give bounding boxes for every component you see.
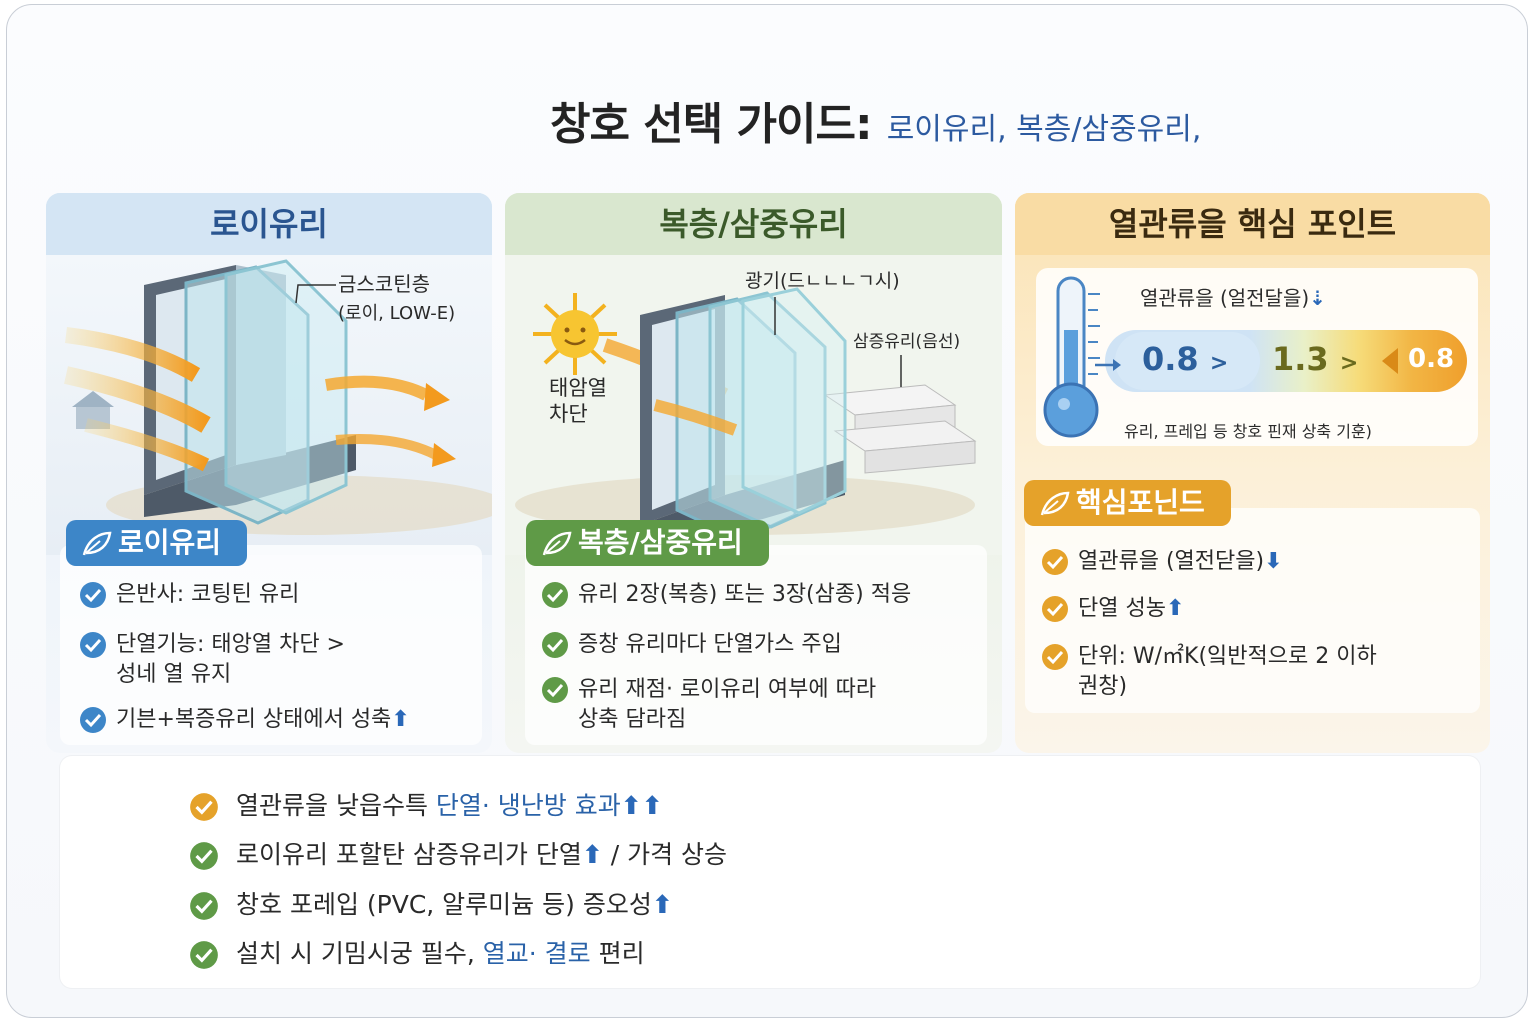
multi-callout-top: 광기(드ㄴㄴㄴㄱ시)	[745, 270, 900, 292]
multi-callout-left-2: 차단	[549, 402, 588, 426]
check-circle-icon	[542, 582, 568, 608]
summary-item-2: 로이유리 포할탄 삼증유리가 단열⬆ / 가격 상승	[188, 835, 727, 872]
check-circle-icon	[542, 632, 568, 658]
title-sub: 로이유리, 복층/삼중유리,	[886, 112, 1202, 147]
u-value-item-1: 열관류을 (열전닫을)⬇	[1040, 547, 1283, 577]
check-circle-icon	[190, 892, 218, 920]
multi-callout-right: 삼증유리(음선)	[853, 332, 960, 352]
low-e-panel: 로이유리 금스코틴층	[46, 193, 492, 753]
arrow-up-icon: ⬆	[581, 840, 603, 869]
low-e-item-2-line1: 단열기능: 태앙열 차단 >	[116, 632, 345, 657]
u-value-low-number: 0.8	[1142, 340, 1199, 378]
summary-1-highlight: 단열· 냉난방 효과	[435, 791, 621, 820]
check-circle-icon	[1042, 549, 1068, 575]
multi-item-1-text: 유리 2장(복층) 또는 3장(삼종) 적응	[578, 582, 912, 607]
arrow-down-icon: ⬇	[1264, 549, 1283, 574]
u-value-item-1-text: 열관류을 (열전닫을)	[1078, 549, 1265, 574]
summary-card	[60, 756, 1480, 988]
u-value-high: 0.8	[1408, 344, 1455, 374]
check-circle-icon	[190, 842, 218, 870]
title-main: 창호 선택 가이드:	[550, 99, 873, 150]
low-e-pill: 로이유리	[66, 520, 248, 566]
gauge-label-text: 열관류을 (얼전달을)	[1140, 286, 1310, 310]
u-value-note: 유리, 프레입 등 창호 핀재 상축 기훈)	[1124, 422, 1372, 441]
multi-item-1: 유리 2장(복층) 또는 3장(삼종) 적응	[540, 580, 911, 610]
u-value-panel-header: 열관류을 핵심 포인트	[1015, 193, 1490, 255]
check-circle-icon	[190, 793, 218, 821]
check-circle-icon	[80, 582, 106, 608]
arrow-up-icon: ⬆⬆	[620, 791, 663, 820]
multi-item-2: 증창 유리마다 단열가스 주입	[540, 630, 842, 660]
u-value-gauge-label: 열관류을 (얼전달을)⇣	[1140, 282, 1326, 311]
summary-4-highlight: 열교· 결로	[482, 939, 591, 968]
u-value-scale-low-segment	[1115, 332, 1260, 390]
u-value-mid: 1.3 >	[1272, 340, 1358, 378]
multi-item-3-line2: 상축 담라짐	[578, 707, 687, 732]
arrow-right-icon	[1095, 359, 1121, 371]
leaf-icon	[542, 531, 572, 556]
u-value-mid-number: 1.3	[1272, 340, 1329, 378]
page-title: 창호 선택 가이드: 로이유리, 복층/삼중유리,	[550, 88, 1201, 152]
u-value-list-card	[1025, 508, 1480, 713]
check-circle-icon	[190, 941, 218, 969]
arrow-down-icon: ⇣	[1309, 286, 1326, 310]
u-value-item-2: 단열 성농⬆	[1040, 594, 1184, 624]
summary-item-3: 창호 포레입 (PVC, 알루미늄 등) 증오성⬆	[188, 885, 673, 922]
u-value-item-3-line1: 단위: W/㎡K(잌반적으로 2 이하	[1078, 644, 1377, 669]
check-circle-icon	[80, 632, 106, 658]
multi-pill-label: 복층/삼중유리	[578, 526, 743, 559]
leaf-icon	[82, 531, 112, 556]
summary-4-before: 설치 시 기밈시궁 필수,	[236, 939, 483, 968]
low-e-panel-header: 로이유리	[46, 193, 492, 255]
u-value-item-2-text: 단열 성농	[1078, 596, 1166, 621]
multi-item-2-text: 증창 유리마다 단열가스 주입	[578, 632, 842, 657]
marker-icon: >	[1209, 351, 1229, 376]
low-e-pill-label: 로이유리	[118, 526, 222, 559]
check-circle-icon	[1042, 596, 1068, 622]
check-circle-icon	[1042, 644, 1068, 670]
low-e-window-illustration: 금스코틴층 (로이, LOW-E)	[46, 255, 492, 555]
low-e-item-2-line2: 성네 열 유지	[116, 662, 232, 687]
multi-item-3-line1: 유리 재점· 로이유리 여부에 따라	[578, 677, 877, 702]
arrow-up-icon: ⬆	[391, 707, 410, 732]
low-e-item-3: 기븐+복증유리 상태에서 성축⬆	[78, 705, 410, 735]
multi-glazing-panel: 복층/삼중유리 광기(드ㄴㄴㄴㄱ시	[505, 193, 1002, 753]
multi-pill: 복층/삼중유리	[526, 520, 769, 566]
low-e-callout-title: 금스코틴층	[338, 272, 430, 296]
summary-3-before: 창호 포레입 (PVC, 알루미늄 등) 증오성	[236, 890, 652, 919]
leaf-icon	[1040, 491, 1070, 516]
marker-icon: >	[1339, 351, 1359, 376]
triangle-marker-icon	[1382, 348, 1398, 374]
multi-glazing-illustration: 광기(드ㄴㄴㄴㄱ시) 삼증유리(음선) 태암열 차단	[505, 255, 1002, 555]
summary-item-1: 열관류을 낮읍수특 단열· 냉난방 효과⬆⬆	[188, 786, 663, 823]
low-e-callout-sub: (로이, LOW-E)	[338, 303, 455, 324]
u-value-pill: 핵심포닌드	[1024, 480, 1231, 526]
multi-list-card	[525, 545, 987, 745]
summary-item-4: 설치 시 기밈시궁 필수, 열교· 결로 편리	[188, 934, 645, 971]
u-value-low: 0.8 >	[1142, 340, 1228, 378]
low-e-item-3-text: 기븐+복증유리 상태에서 성축	[116, 707, 392, 732]
arrow-up-icon: ⬆	[651, 890, 673, 919]
check-circle-icon	[80, 707, 106, 733]
low-e-list-card	[60, 545, 482, 745]
summary-2-after: / 가격 상승	[602, 840, 728, 869]
summary-4-after: 편리	[590, 939, 645, 968]
summary-1-before: 열관류을 낮읍수특	[236, 791, 436, 820]
check-circle-icon	[542, 677, 568, 703]
low-e-item-1: 은반사: 코팅틴 유리	[78, 580, 299, 610]
multi-callout-left-1: 태암열	[549, 376, 607, 400]
thermometer-icon	[1043, 276, 1100, 438]
u-value-item-3-line2: 권창)	[1078, 674, 1128, 699]
low-e-item-1-text: 은반사: 코팅틴 유리	[116, 582, 300, 607]
sun-icon	[533, 293, 617, 375]
arrow-up-icon: ⬆	[1165, 596, 1185, 621]
low-e-item-2: 단열기능: 태앙열 차단 > 성네 열 유지	[78, 630, 345, 690]
u-value-pill-label: 핵심포닌드	[1076, 486, 1205, 519]
summary-2-before: 로이유리 포할탄 삼증유리가 단열	[236, 840, 582, 869]
multi-panel-header: 복층/삼중유리	[505, 193, 1002, 255]
